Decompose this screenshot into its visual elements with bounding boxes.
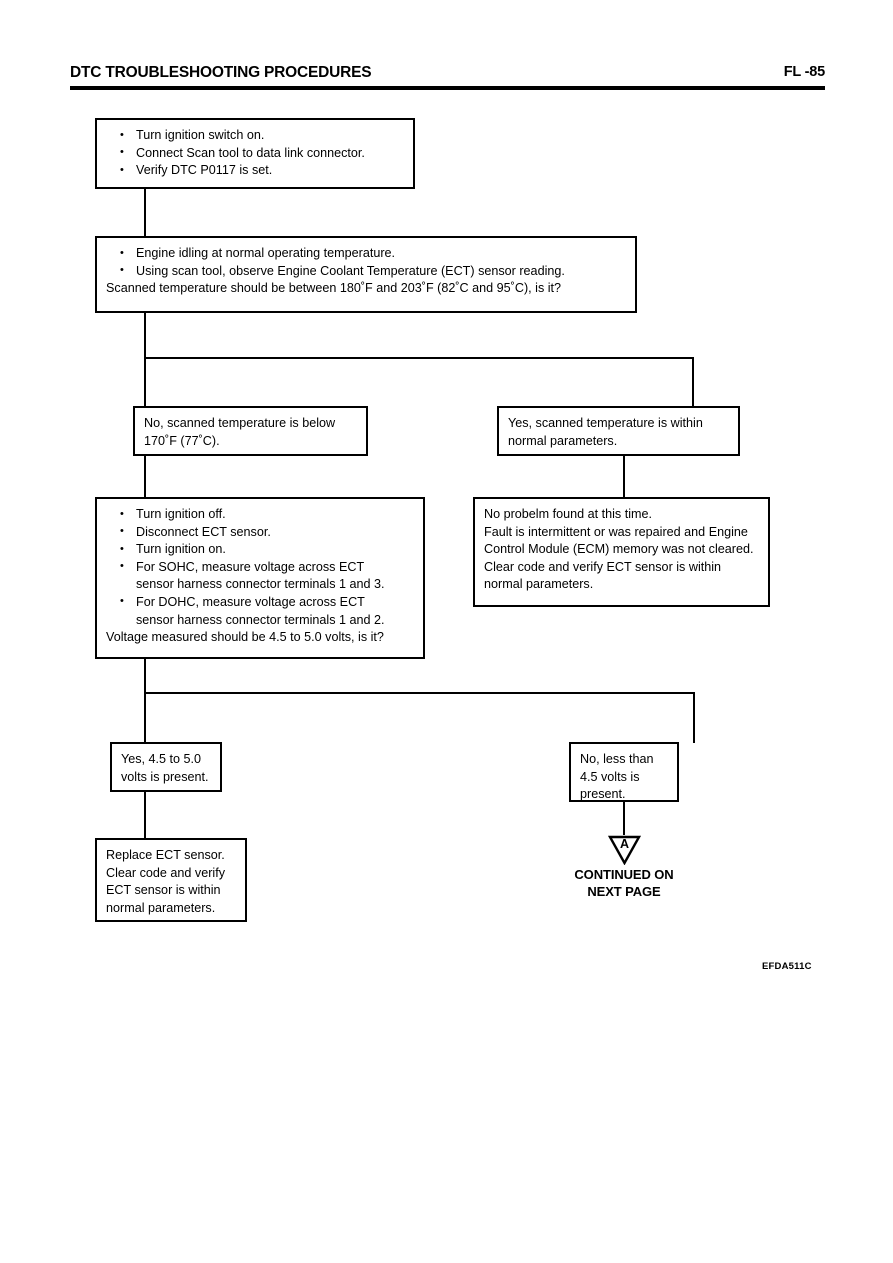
measure-voltage-question: Voltage measured should be 4.5 to 5.0 vo… — [106, 630, 384, 645]
volts-no-line-1: No, less than — [580, 752, 654, 766]
page-number-label: FL -85 — [783, 64, 825, 80]
no-problem-line-3: Control Module (ECM) memory was not clea… — [484, 542, 754, 557]
flow-box-measure-voltage: Turn ignition off. Disconnect ECT sensor… — [95, 497, 425, 659]
flow-box-check-temperature: Engine idling at normal operating temper… — [95, 236, 637, 313]
measure-step-2: Disconnect ECT sensor. — [106, 523, 414, 542]
no-problem-line-5: normal parameters. — [484, 577, 594, 592]
replace-sensor-line-3: ECT sensor is within — [106, 883, 221, 898]
no-problem-line-2: Fault is intermittent or was repaired an… — [484, 524, 748, 539]
measure-step-4-sohc-cont: sensor harness connector terminals 1 and… — [136, 577, 385, 592]
volts-yes-line-1: Yes, 4.5 to 5.0 — [121, 752, 202, 766]
connector-temp-no-to-measure — [144, 456, 146, 498]
connector-check-temp-stem — [144, 313, 146, 359]
connector-measure-stem — [144, 659, 146, 695]
measure-step-5-dohc-cont: sensor harness connector terminals 1 and… — [136, 612, 385, 627]
start-step-1: Turn ignition switch on. — [106, 127, 404, 145]
connector-volts-no-to-offpage — [623, 802, 625, 835]
start-step-3: Verify DTC P0117 is set. — [106, 162, 404, 180]
check-temp-question: Scanned temperature should be between 18… — [106, 281, 562, 296]
page-header-title: DTC TROUBLESHOOTING PROCEDURES — [70, 64, 372, 81]
replace-sensor-line-2: Clear code and verify — [106, 865, 226, 880]
continued-caption-line-2: NEXT PAGE — [587, 884, 661, 899]
continued-caption-line-1: CONTINUED ON — [574, 867, 674, 882]
replace-sensor-line-4: normal parameters. — [106, 900, 216, 915]
figure-reference-code: EFDA511C — [762, 961, 812, 972]
temp-yes-line-2: normal parameters. — [508, 433, 618, 448]
measure-step-4-sohc: For SOHC, measure voltage across ECT — [106, 558, 414, 577]
no-problem-line-1: No probelm found at this time. — [484, 507, 652, 521]
measure-step-3: Turn ignition on. — [106, 541, 414, 559]
triangle-down-icon — [608, 835, 641, 865]
connector-start-to-check — [144, 189, 146, 236]
measure-step-1: Turn ignition off. — [106, 506, 414, 524]
connector-voltage-branch-left-drop — [144, 692, 146, 743]
flow-box-temperature-yes: Yes, scanned temperature is within norma… — [497, 406, 740, 456]
temp-no-line-1: No, scanned temperature is below — [144, 416, 336, 430]
no-problem-line-4: Clear code and verify ECT sensor is with… — [484, 559, 722, 574]
volts-no-line-3: present. — [580, 787, 626, 802]
flow-box-volts-yes: Yes, 4.5 to 5.0 volts is present. — [110, 742, 222, 792]
temp-yes-line-1: Yes, scanned temperature is within — [508, 416, 703, 430]
connector-volts-yes-to-replace — [144, 792, 146, 838]
replace-sensor-line-1: Replace ECT sensor. — [106, 848, 225, 862]
volts-yes-line-2: volts is present. — [121, 769, 209, 784]
check-temp-step-2: Using scan tool, observe Engine Coolant … — [106, 262, 626, 281]
flow-box-temperature-no: No, scanned temperature is below 170˚F (… — [133, 406, 368, 456]
header-divider-rule — [70, 86, 825, 90]
measure-step-5-dohc: For DOHC, measure voltage across ECT — [106, 593, 414, 612]
connector-temp-branch-horizontal — [144, 357, 694, 359]
flow-box-replace-sensor: Replace ECT sensor. Clear code and verif… — [95, 838, 247, 922]
connector-temp-yes-to-no-problem — [623, 456, 625, 498]
temp-no-line-2: 170˚F (77˚C). — [144, 433, 220, 448]
start-step-2: Connect Scan tool to data link connector… — [106, 144, 404, 163]
connector-temp-branch-left-drop — [144, 357, 146, 407]
connector-voltage-branch-horizontal — [144, 692, 695, 694]
connector-voltage-branch-right-drop — [693, 692, 695, 743]
off-page-connector-letter: A — [619, 837, 630, 851]
flow-box-start: Turn ignition switch on. Connect Scan to… — [95, 118, 415, 189]
off-page-connector-a: A — [608, 835, 641, 865]
check-temp-step-1: Engine idling at normal operating temper… — [106, 245, 626, 263]
flow-box-no-problem-found: No probelm found at this time. Fault is … — [473, 497, 770, 607]
connector-temp-branch-right-drop — [692, 357, 694, 407]
volts-no-line-2: 4.5 volts is — [580, 769, 640, 784]
flow-box-volts-no: No, less than 4.5 volts is present. — [569, 742, 679, 802]
continued-on-next-page-caption: CONTINUED ON NEXT PAGE — [524, 866, 724, 900]
